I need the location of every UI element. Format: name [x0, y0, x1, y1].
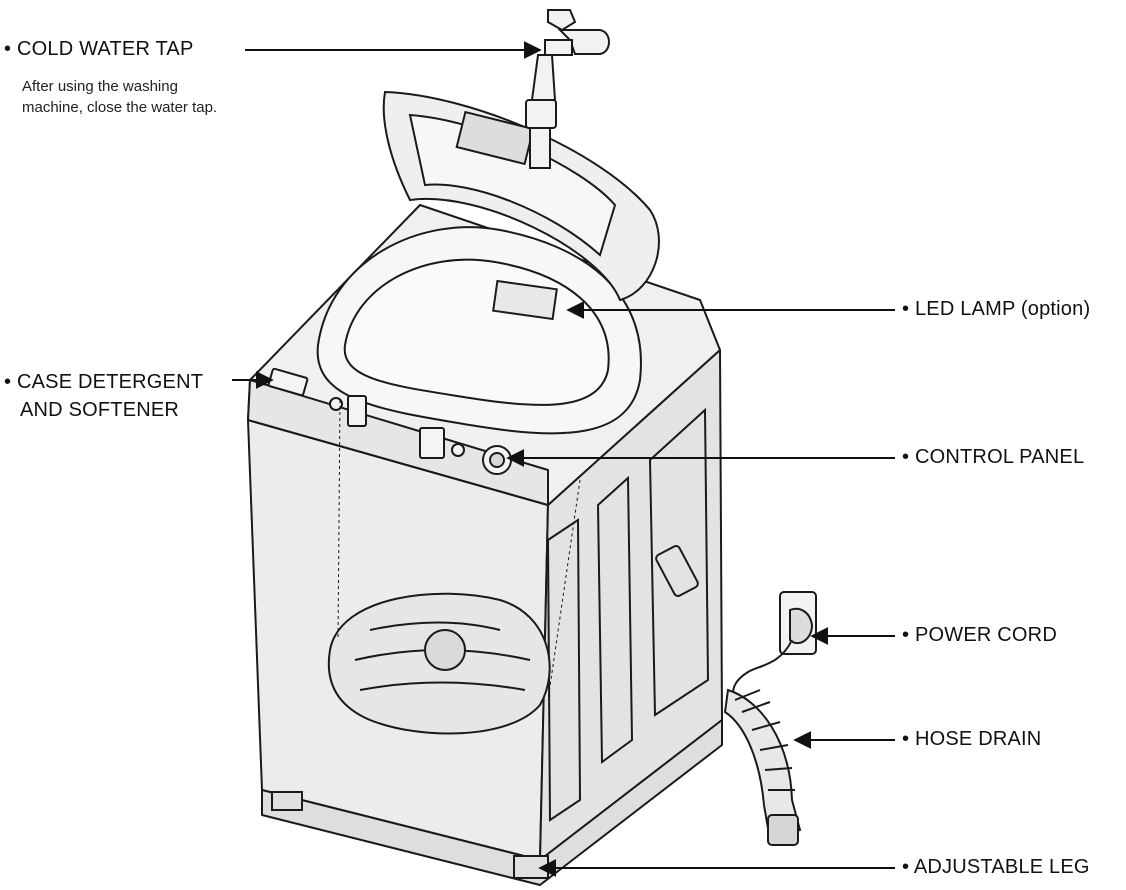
bullet-icon: • — [902, 728, 910, 750]
label-hose-drain: • HOSE DRAIN — [902, 728, 1042, 750]
label-cold-water-tap: • COLD WATER TAP — [4, 38, 194, 60]
water-tap — [525, 9, 610, 169]
lid — [382, 90, 660, 321]
bullet-icon: • — [902, 446, 910, 468]
bullet-icon: • — [902, 298, 910, 320]
label-led-lamp: • LED LAMP (option) — [902, 298, 1091, 320]
pulsator — [327, 399, 581, 735]
label-adjustable-leg: • ADJUSTABLE LEG — [902, 856, 1090, 878]
leader-lines — [232, 41, 895, 877]
cold-water-tap-note: After using the washing machine, close t… — [22, 78, 218, 116]
bullet-icon: • — [902, 624, 910, 646]
bullet-icon: • — [902, 856, 910, 878]
label-power-cord: • POWER CORD — [902, 624, 1057, 646]
label-case-detergent: • CASE DETERGENT AND SOFTENER — [4, 371, 204, 421]
bullet-icon: • — [4, 371, 12, 393]
control-panel-graphic — [267, 367, 512, 475]
bullet-icon: • — [4, 38, 12, 60]
label-control-panel: • CONTROL PANEL — [902, 446, 1085, 468]
power-plug — [732, 591, 817, 701]
drain-hose — [723, 688, 802, 846]
